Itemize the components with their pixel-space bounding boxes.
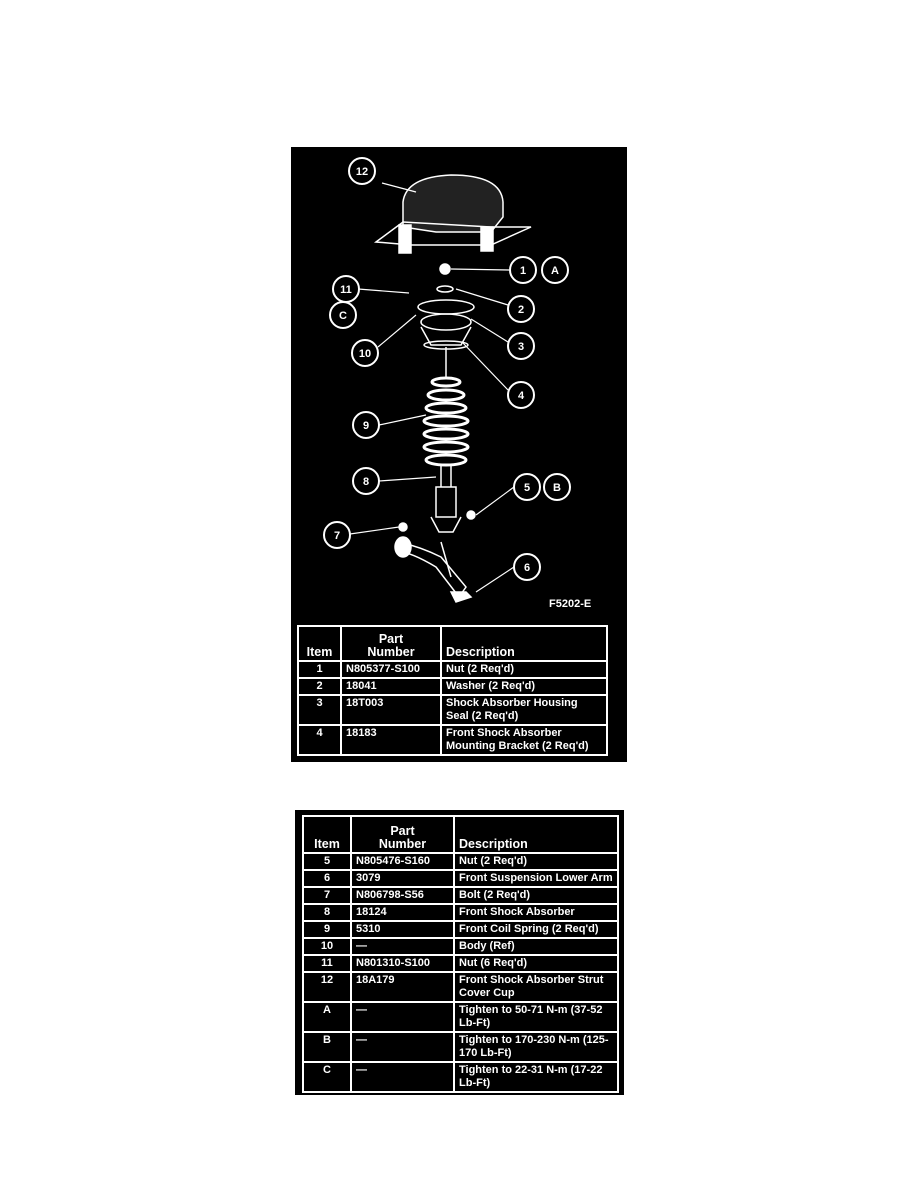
description-cell: Nut (6 Req'd) bbox=[453, 954, 619, 973]
part-number-cell: — bbox=[350, 937, 455, 956]
callout-8: 8 bbox=[363, 476, 369, 488]
part-number-cell: — bbox=[350, 1061, 455, 1093]
callout-9: 9 bbox=[363, 420, 369, 432]
header-description: Description bbox=[440, 625, 608, 662]
part-number-cell: — bbox=[350, 1001, 455, 1033]
header-part-line2: Number bbox=[378, 837, 427, 851]
callout-7: 7 bbox=[334, 530, 340, 542]
part-number-cell: 3079 bbox=[350, 869, 455, 888]
header-item: Item bbox=[302, 815, 352, 854]
description-cell: Shock Absorber Housing Seal (2 Req'd) bbox=[440, 694, 608, 726]
part-number-cell: 18A179 bbox=[350, 971, 455, 1003]
description-cell: Bolt (2 Req'd) bbox=[453, 886, 619, 905]
part-number-cell: 18183 bbox=[340, 724, 442, 756]
table-row: 10—Body (Ref) bbox=[302, 937, 619, 956]
description-cell: Front Coil Spring (2 Req'd) bbox=[453, 920, 619, 939]
item-cell: 1 bbox=[297, 660, 342, 679]
callout-10: 10 bbox=[359, 348, 371, 360]
description-cell: Nut (2 Req'd) bbox=[453, 852, 619, 871]
part-number-cell: N805377-S100 bbox=[340, 660, 442, 679]
figure-code: F5202-E bbox=[549, 598, 591, 610]
header-part-line1: Part bbox=[378, 632, 404, 646]
callout-3: 3 bbox=[518, 341, 524, 353]
callout-b: B bbox=[553, 482, 561, 494]
item-cell: 9 bbox=[302, 920, 352, 939]
part-number-cell: 18124 bbox=[350, 903, 455, 922]
description-cell: Tighten to 22-31 N-m (17-22 Lb-Ft) bbox=[453, 1061, 619, 1093]
callout-5: 5 bbox=[524, 482, 530, 494]
part-number-cell: 18T003 bbox=[340, 694, 442, 726]
callout-c: C bbox=[339, 310, 347, 322]
leader-lines bbox=[349, 182, 515, 593]
item-cell: 5 bbox=[302, 852, 352, 871]
item-cell: B bbox=[302, 1031, 352, 1063]
item-cell: 10 bbox=[302, 937, 352, 956]
item-cell: 7 bbox=[302, 886, 352, 905]
callout-1: 1 bbox=[520, 265, 526, 277]
callout-6: 6 bbox=[524, 562, 530, 574]
header-item: Item bbox=[297, 625, 342, 662]
part-number-cell: N805476-S160 bbox=[350, 852, 455, 871]
part-number-cell: — bbox=[350, 1031, 455, 1063]
callout-11: 11 bbox=[340, 284, 352, 296]
part-number-cell: 5310 bbox=[350, 920, 455, 939]
item-cell: 11 bbox=[302, 954, 352, 973]
item-cell: C bbox=[302, 1061, 352, 1093]
exploded-view-drawing: 12 1 A 11 2 C 10 3 4 9 8 5 B 7 6 F5202-E bbox=[323, 157, 591, 610]
description-cell: Tighten to 170-230 N-m (125-170 Lb-Ft) bbox=[453, 1031, 619, 1063]
item-cell: 6 bbox=[302, 869, 352, 888]
suspension-diagram-figure: 12 1 A 11 2 C 10 3 4 9 8 5 B 7 6 F5202-E… bbox=[291, 147, 627, 762]
part-number-cell: 18041 bbox=[340, 677, 442, 696]
callout-a: A bbox=[551, 265, 559, 277]
header-part-line1: Part bbox=[390, 824, 415, 838]
description-cell: Front Suspension Lower Arm bbox=[453, 869, 619, 888]
description-cell: Nut (2 Req'd) bbox=[440, 660, 608, 679]
description-cell: Front Shock Absorber bbox=[453, 903, 619, 922]
part-number-cell: N801310-S100 bbox=[350, 954, 455, 973]
table-row: C—Tighten to 22-31 N-m (17-22 Lb-Ft) bbox=[302, 1061, 619, 1093]
callout-circles bbox=[323, 157, 571, 581]
strut-parts-illustration bbox=[373, 174, 532, 603]
description-cell: Front Shock Absorber Mounting Bracket (2… bbox=[440, 724, 608, 756]
table-row: A—Tighten to 50-71 N-m (37-52 Lb-Ft) bbox=[302, 1001, 619, 1033]
description-cell: Front Shock Absorber Strut Cover Cup bbox=[453, 971, 619, 1003]
item-cell: 3 bbox=[297, 694, 342, 726]
item-cell: 2 bbox=[297, 677, 342, 696]
part-number-cell: N806798-S56 bbox=[350, 886, 455, 905]
callout-2: 2 bbox=[518, 304, 524, 316]
item-cell: 4 bbox=[297, 724, 342, 756]
item-cell: 8 bbox=[302, 903, 352, 922]
description-cell: Tighten to 50-71 N-m (37-52 Lb-Ft) bbox=[453, 1001, 619, 1033]
description-cell: Body (Ref) bbox=[453, 937, 619, 956]
table-row: B—Tighten to 170-230 N-m (125-170 Lb-Ft) bbox=[302, 1031, 619, 1063]
item-cell: A bbox=[302, 1001, 352, 1033]
callout-4: 4 bbox=[518, 390, 525, 402]
header-description: Description bbox=[453, 815, 619, 854]
header-part-line2: Number bbox=[367, 645, 415, 659]
item-cell: 12 bbox=[302, 971, 352, 1003]
callout-12: 12 bbox=[356, 166, 368, 178]
description-cell: Washer (2 Req'd) bbox=[440, 677, 608, 696]
